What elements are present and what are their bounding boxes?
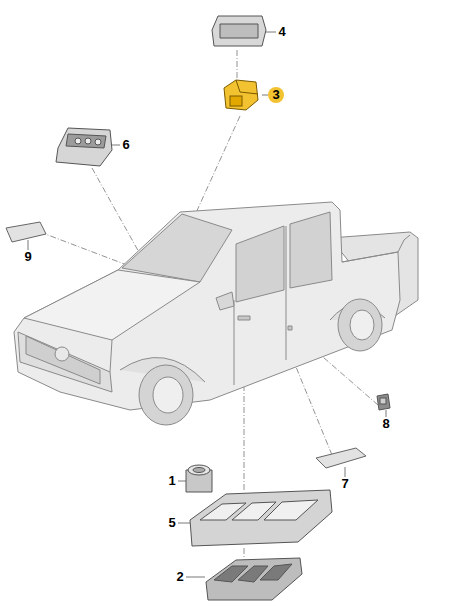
highlighted-switch xyxy=(224,80,258,110)
callout-number: 4 xyxy=(278,25,285,39)
callout-number: 9 xyxy=(24,250,31,264)
blanking-cap xyxy=(316,448,366,468)
callout-number: 7 xyxy=(341,477,348,491)
callout-number: 6 xyxy=(122,138,129,152)
callout-number: 5 xyxy=(168,516,175,530)
callout-number: 1 xyxy=(168,474,175,488)
small-switch xyxy=(377,394,390,410)
callout-highlight xyxy=(268,87,284,103)
callout-number: 8 xyxy=(382,417,389,431)
callout-number: 3 xyxy=(272,88,279,102)
window-switch-block xyxy=(206,558,302,600)
switch-panel xyxy=(56,128,112,166)
callout-number: 2 xyxy=(176,570,183,584)
blanking-cap xyxy=(6,222,46,242)
switch-trim xyxy=(212,16,266,46)
mirror-knob xyxy=(186,465,212,492)
pickup-truck xyxy=(14,202,418,425)
switch-housing xyxy=(190,490,332,546)
